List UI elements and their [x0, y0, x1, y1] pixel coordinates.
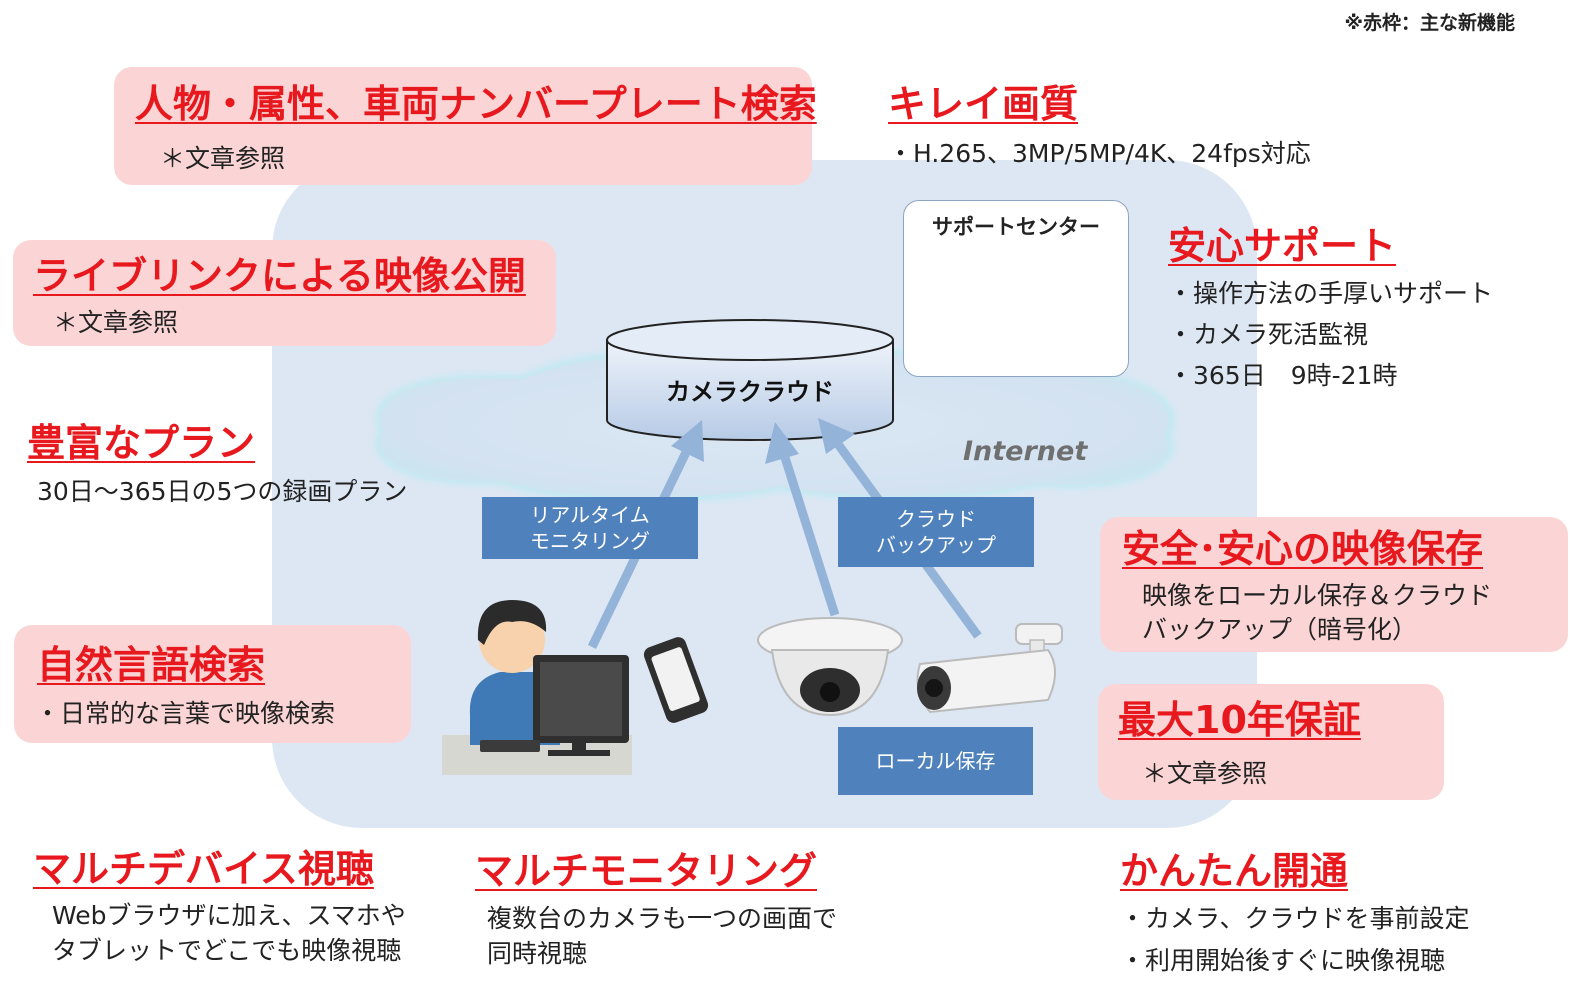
feature-title-multimonitor: マルチモニタリング: [475, 849, 818, 893]
feature-title-nl-search: 自然言語検索: [37, 643, 266, 687]
operator-illustration: [442, 600, 632, 775]
camera-cloud-database: [606, 319, 894, 441]
feature-box-livelink: [13, 240, 556, 346]
realtime-label-line: リアルタイム: [530, 503, 650, 527]
feature-title-person-search: 人物・属性、車両ナンバープレート検索: [135, 82, 817, 126]
feature-line: ・操作方法の手厚いサポート: [1168, 279, 1494, 308]
feature-box-person-search: [114, 67, 812, 185]
internet-label: Internet: [963, 436, 1088, 467]
backup-label-line: バックアップ: [876, 533, 996, 557]
feature-title-livelink: ライブリンクによる映像公開: [33, 254, 526, 298]
feature-line: ・365日 9時-21時: [1168, 361, 1398, 390]
feature-title-warranty: 最大10年保証: [1118, 698, 1361, 742]
feature-line: ・H.265、3MP/5MP/4K、24fps対応: [888, 139, 1311, 168]
feature-line: ＊文章参照: [53, 308, 179, 337]
local-storage-label: ローカル保存: [838, 727, 1033, 795]
smartphone-illustration: [643, 637, 709, 723]
realtime-monitoring-label: リアルタイム モニタリング: [482, 497, 698, 559]
feature-box-warranty: [1098, 684, 1444, 800]
feature-title-storage: 安全･安心の映像保存: [1122, 527, 1484, 571]
camera-cloud-label: カメラクラウド: [666, 378, 834, 406]
feature-line: ・利用開始後すぐに映像視聴: [1120, 946, 1446, 975]
feature-line: ・カメラ、クラウドを事前設定: [1120, 904, 1470, 933]
feature-box-storage: [1100, 517, 1568, 652]
feature-box-nl-search: [14, 625, 411, 743]
bullet-camera-illustration: [916, 623, 1063, 714]
arrow-camera-upload: [777, 446, 840, 617]
backup-label-line: クラウド: [896, 507, 976, 531]
feature-title-multidevice: マルチデバイス視聴: [33, 847, 374, 891]
feature-title-easy: かんたん開通: [1120, 849, 1349, 893]
feature-line: タブレットでどこでも映像視聴: [52, 936, 402, 965]
feature-line: 複数台のカメラも一つの画面で: [487, 904, 838, 933]
support-center-box: サポートセンター: [903, 200, 1129, 377]
realtime-label-line: モニタリング: [530, 529, 650, 553]
feature-line: 映像をローカル保存＆クラウド: [1142, 581, 1493, 610]
feature-line: ・カメラ死活監視: [1168, 320, 1369, 349]
feature-line: Webブラウザに加え、スマホや: [52, 901, 406, 930]
feature-title-quality: キレイ画質: [888, 82, 1079, 126]
feature-line: 同時視聴: [487, 939, 588, 968]
feature-title-plans: 豊富なプラン: [27, 421, 256, 465]
feature-line: バックアップ（暗号化）: [1142, 615, 1418, 644]
feature-title-support: 安心サポート: [1168, 224, 1397, 268]
feature-line: ・日常的な言葉で映像検索: [35, 699, 336, 728]
legend-note: ※赤枠：主な新機能: [1344, 12, 1515, 34]
feature-line: 30日～365日の5つの録画プラン: [37, 477, 408, 506]
feature-line: ＊文章参照: [1142, 759, 1268, 788]
cloud-backup-label: クラウド バックアップ: [838, 497, 1034, 567]
support-center-label: サポートセンター: [932, 215, 1100, 239]
feature-line: ＊文章参照: [160, 144, 286, 173]
dome-camera-illustration: [757, 617, 903, 717]
